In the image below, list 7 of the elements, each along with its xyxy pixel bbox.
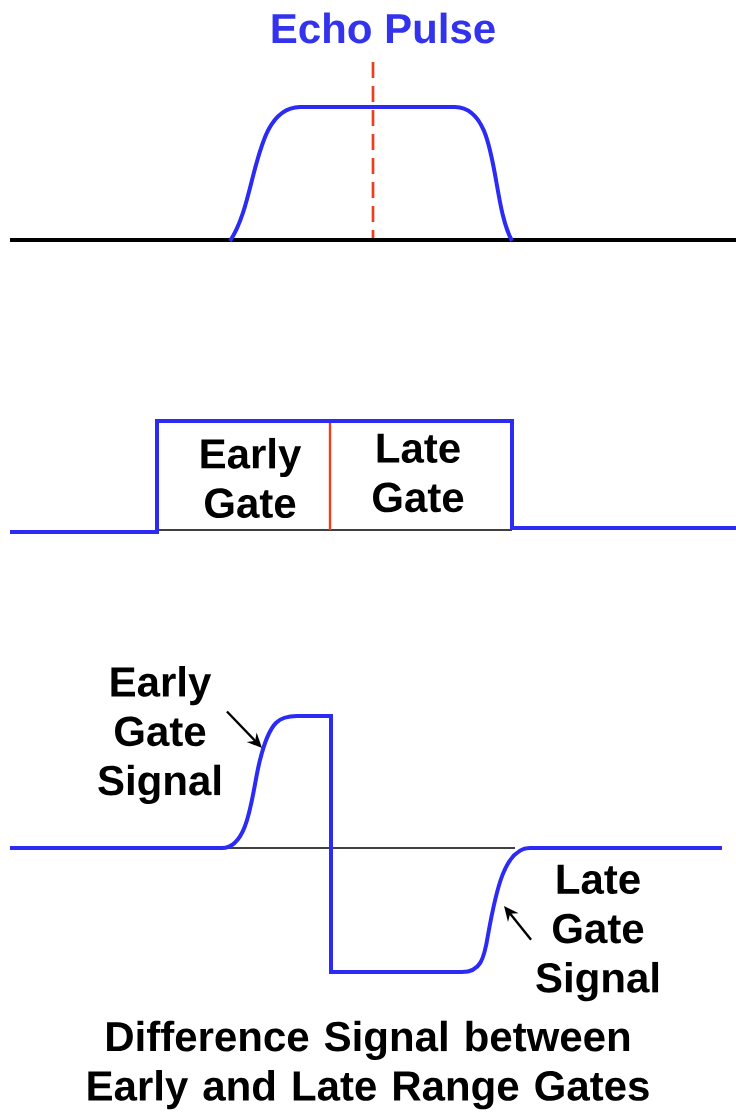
signal-label: Early Gate Signal — [98, 666, 221, 804]
gate-label: Late Gate — [373, 433, 464, 513]
leader-line — [226, 710, 262, 748]
gate-label: Early Gate — [201, 437, 302, 519]
title: Echo Pulse — [272, 12, 495, 44]
caption: Difference Signal between Early and Late Range Gates — [88, 1020, 649, 1110]
signal-label: Late Gate Signal — [536, 864, 659, 1002]
